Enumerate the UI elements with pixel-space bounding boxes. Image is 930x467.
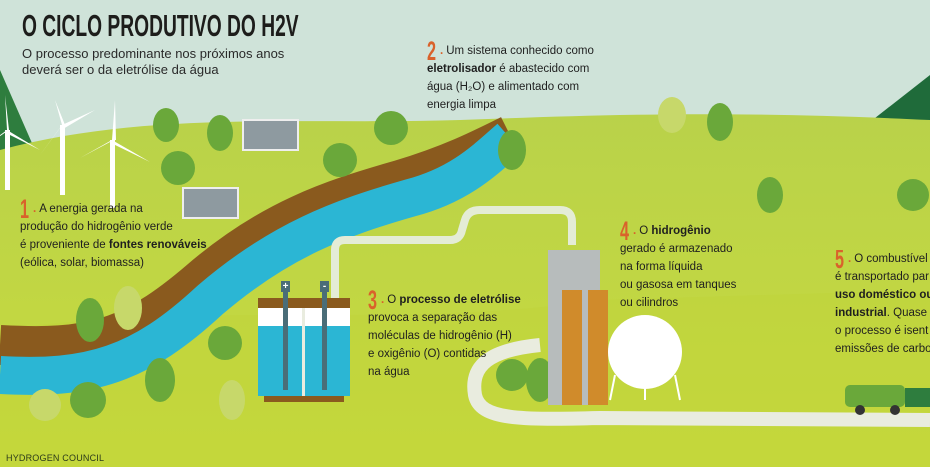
river (0, 123, 523, 395)
subtitle-line: deverá ser o da eletrólise da água (22, 62, 219, 77)
step-text: o processo é isent (835, 325, 929, 337)
step-text: O combustível (854, 253, 928, 265)
step-text: energia limpa (427, 99, 497, 111)
positive-terminal: + (281, 281, 290, 292)
step-1: 1.A energia gerada na produção do hidrog… (20, 194, 207, 272)
negative-terminal: - (320, 281, 329, 292)
step-text: A energia gerada na (39, 203, 143, 215)
subtitle: O processo predominante nos próximos ano… (22, 46, 284, 78)
step-5: 5.O combustível é transportado par uso d… (835, 250, 930, 358)
step-number: 5 (835, 250, 845, 274)
step-text: Um sistema conhecido como (446, 45, 594, 57)
step-2: 2.Um sistema conhecido como eletrolisado… (427, 36, 594, 114)
step-text: emissões de carbo (835, 343, 930, 355)
step-text: ou cilindros (620, 297, 679, 309)
step-text: na água (368, 366, 410, 378)
step-text: . Quase t (886, 307, 930, 319)
step-text: água (H₂O) e alimentado com (427, 81, 580, 93)
step-number: 1 (20, 194, 30, 224)
step-text: produção do hidrogênio verde (20, 221, 173, 233)
step-text: e oxigênio (O) contidas (368, 348, 487, 360)
step-highlight: fontes renováveis (108, 239, 207, 251)
step-text: O (387, 294, 400, 306)
truck (845, 385, 930, 415)
step-highlight: processo de eletrólise (399, 294, 521, 306)
step-text: provoca a separação das (368, 312, 498, 324)
road (467, 338, 930, 427)
page-title: O CICLO PRODUTIVO DO H2V (22, 8, 299, 43)
source-credit: HYDROGEN COUNCIL (6, 453, 105, 463)
step-3: 3.O processo de eletrólise provoca a sep… (368, 285, 521, 381)
step-text: é proveniente de (20, 239, 109, 251)
step-text: na forma líquida (620, 261, 703, 273)
step-highlight: industrial (835, 307, 887, 319)
step-text: moléculas de hidrogênio (H) (368, 330, 512, 342)
step-text: O (639, 225, 652, 237)
step-text: é transportado par (835, 271, 929, 283)
subtitle-line: O processo predominante nos próximos ano… (22, 46, 285, 61)
storage-tanks (548, 250, 682, 405)
step-text: (eólica, solar, biomassa) (20, 257, 144, 269)
step-text: é abastecido com (496, 63, 590, 75)
step-4: 4.O hidrogênio gerado é armazenado na fo… (620, 216, 737, 312)
step-text: ou gasosa em tanques (620, 279, 737, 291)
step-number: 3 (368, 285, 378, 315)
step-highlight: uso doméstico ou (835, 289, 930, 301)
electrolyzer (258, 290, 350, 402)
solar-panels (182, 119, 299, 219)
step-text: gerado é armazenado (620, 243, 733, 255)
step-highlight: hidrogênio (651, 225, 711, 237)
pipe (331, 206, 576, 300)
step-number: 4 (620, 216, 630, 246)
wind-turbines (0, 95, 150, 208)
step-number: 2 (427, 36, 437, 66)
trees (29, 97, 929, 421)
step-highlight: eletrolisador (427, 63, 497, 75)
